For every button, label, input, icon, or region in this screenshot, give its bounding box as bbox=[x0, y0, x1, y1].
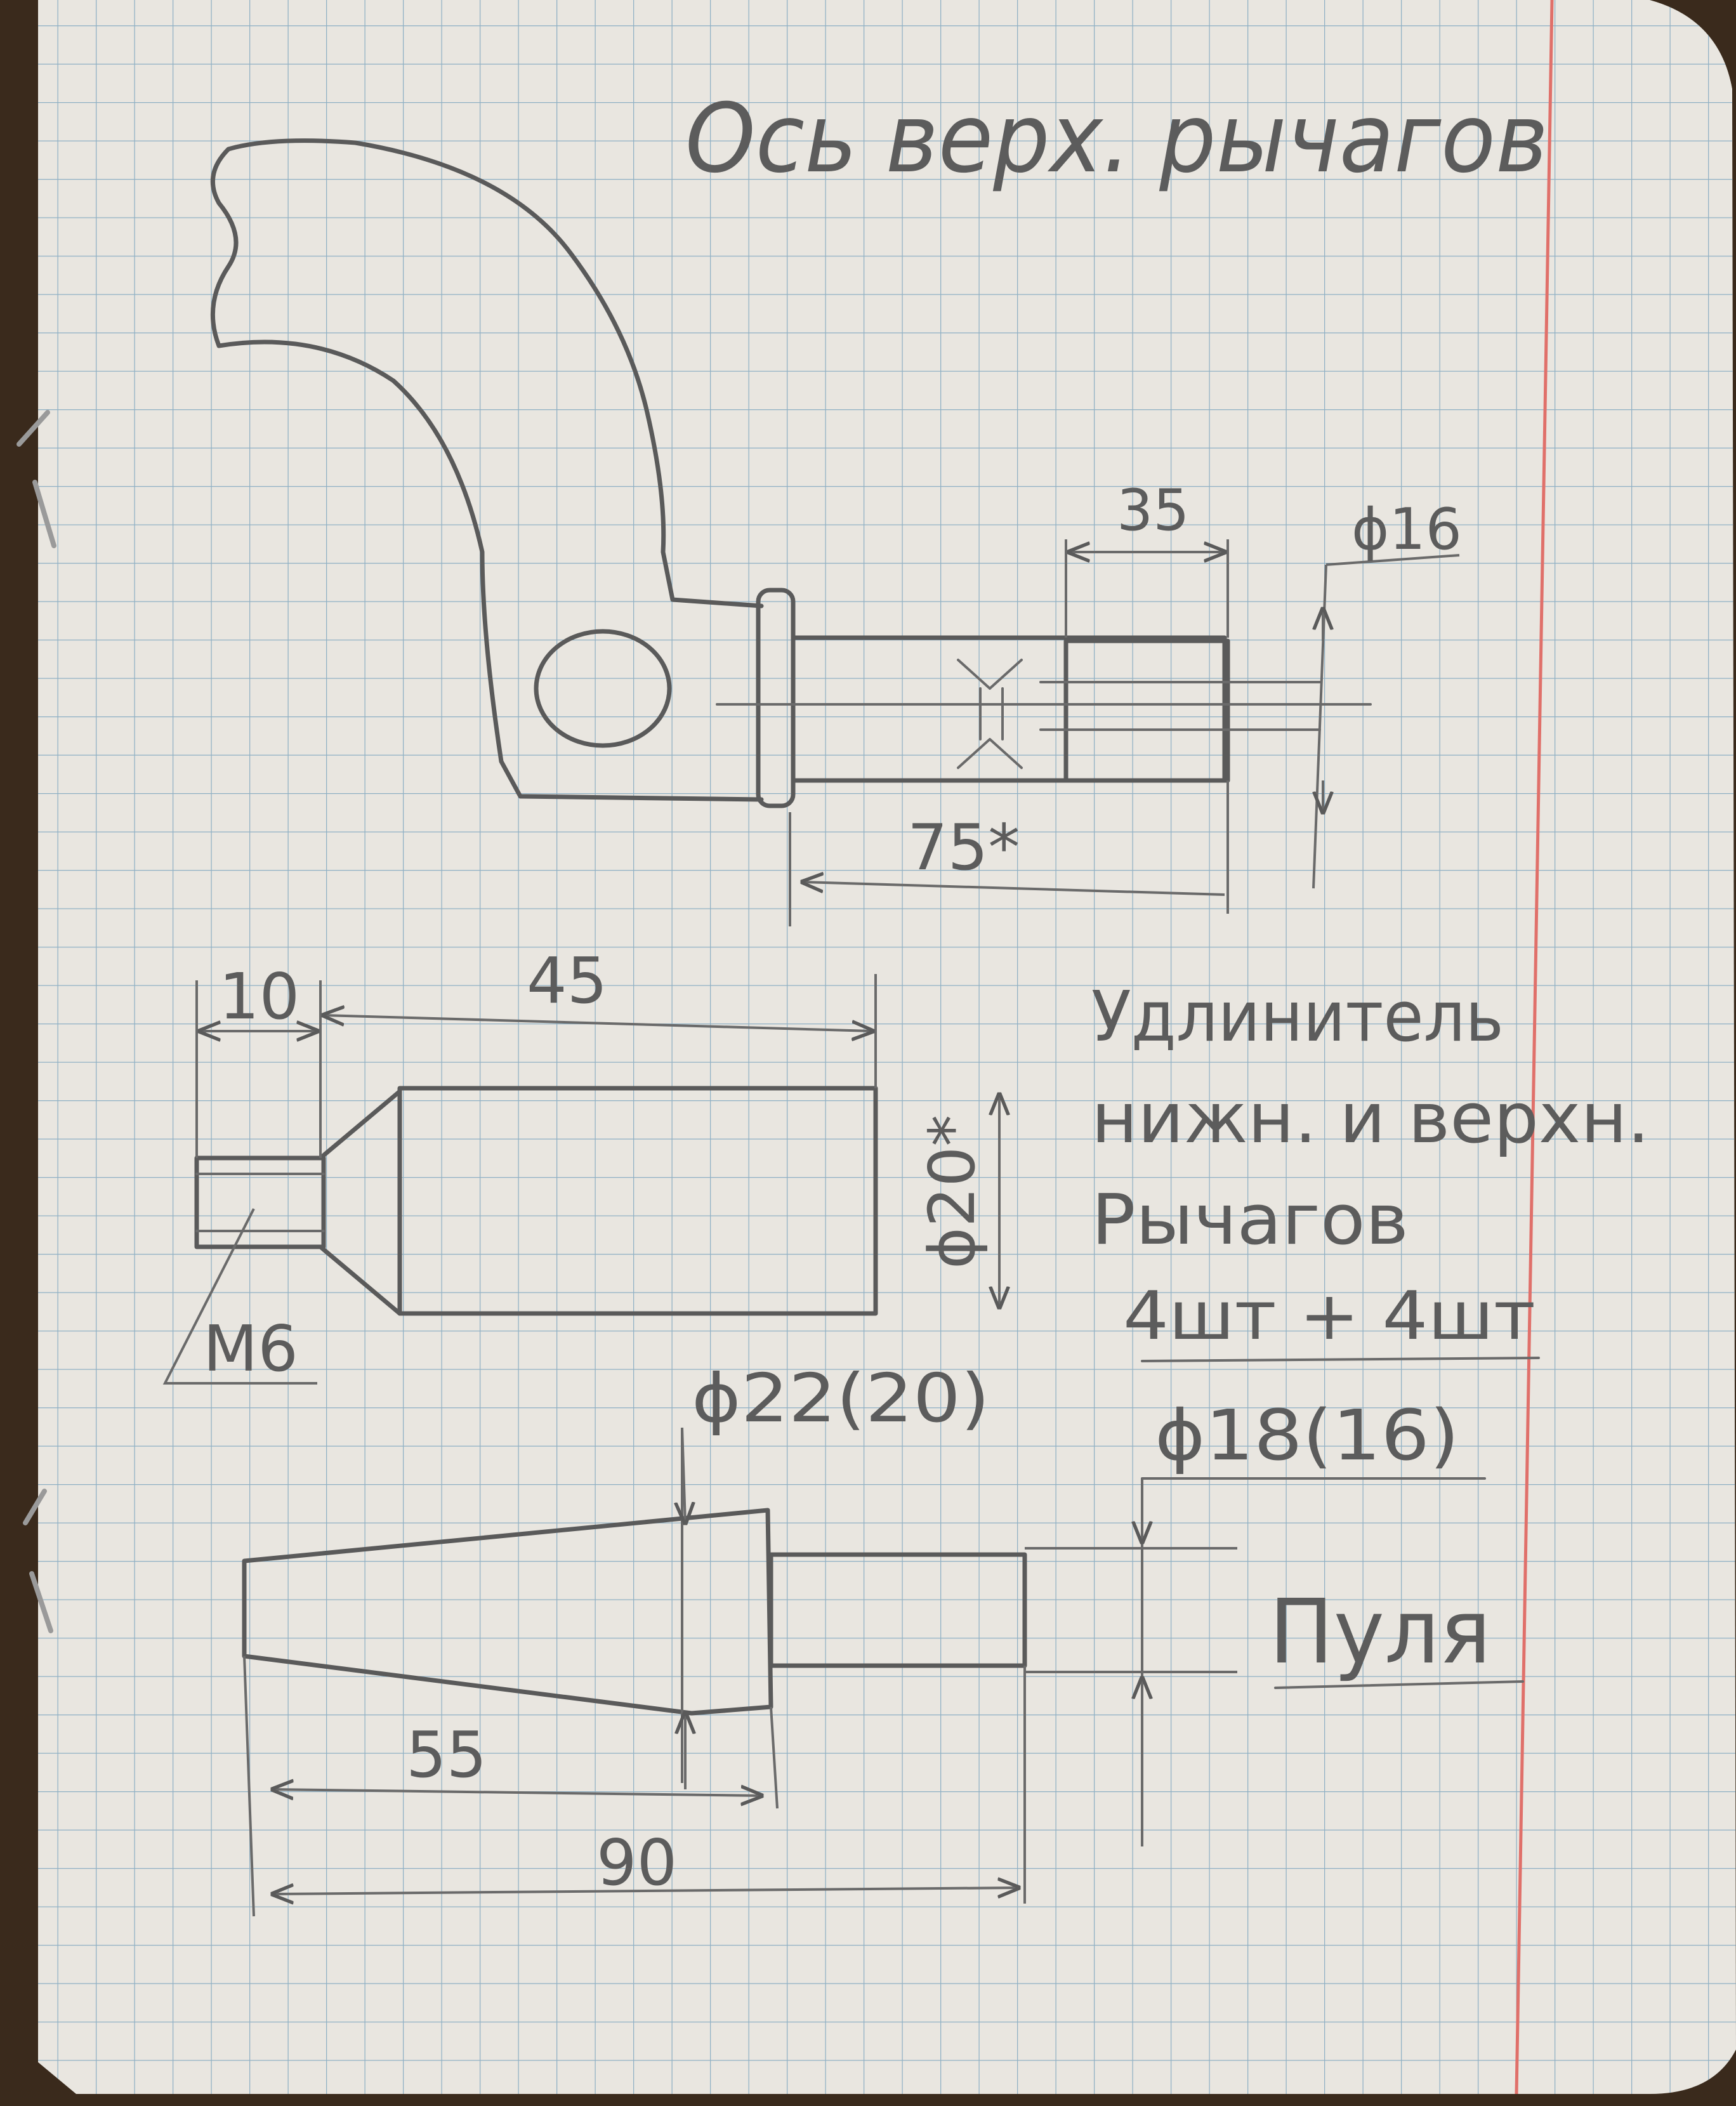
dim-45-label: 45 bbox=[527, 944, 607, 1018]
dim-line-90 bbox=[273, 1888, 1018, 1894]
axle-centerline bbox=[716, 681, 1372, 731]
note-line-2: нижн. и верхн. bbox=[1091, 1077, 1650, 1159]
sheet-title: Ось верх. рычагов bbox=[685, 84, 1548, 194]
thread-stud bbox=[194, 1155, 326, 1249]
dim-phi22-label: ϕ22(20) bbox=[692, 1360, 990, 1437]
note-line-3: Рычагов bbox=[1091, 1179, 1409, 1260]
lever-outline bbox=[210, 138, 764, 802]
thread-lines bbox=[195, 1173, 325, 1232]
note-divider bbox=[1141, 1357, 1540, 1362]
extender-body bbox=[397, 1086, 878, 1316]
dim-line-55 bbox=[273, 1789, 761, 1796]
m6-label: M6 bbox=[203, 1312, 298, 1386]
axle-shaft bbox=[791, 635, 1227, 783]
note-diameter: ϕ18(16) bbox=[1155, 1395, 1459, 1476]
dim-phi20-label: ϕ20* bbox=[915, 1115, 989, 1269]
lever-axle-drawing: 35 ϕ16 75* bbox=[210, 138, 1462, 926]
bullet-label: Пуля bbox=[1269, 1581, 1491, 1684]
note-line-1: Удлинитель bbox=[1091, 976, 1504, 1057]
extender-drawing: 10 45 ϕ20* M6 bbox=[162, 944, 999, 1386]
dim-line-75 bbox=[803, 882, 1225, 896]
dim-10-label: 10 bbox=[219, 959, 299, 1034]
extender-note: Удлинитель нижн. и верхн. Рычагов 4шт + … bbox=[1091, 976, 1650, 1480]
note-quantity: 4шт + 4шт bbox=[1123, 1277, 1535, 1355]
margin-line bbox=[1515, 0, 1554, 2095]
m6-leader bbox=[162, 1208, 317, 1385]
bullet-shank bbox=[768, 1552, 1027, 1668]
dim-55-label: 55 bbox=[406, 1718, 487, 1792]
staple-top bbox=[16, 410, 56, 548]
dim-90-label: 90 bbox=[596, 1826, 677, 1900]
bullet-drawing: ϕ22(20) 55 90 Пуля bbox=[242, 1360, 1524, 1917]
axle-end-cap bbox=[1063, 638, 1230, 783]
paper-sheet bbox=[38, 0, 1736, 2094]
axle-center-mark bbox=[957, 659, 1023, 769]
dim-75-label: 75* bbox=[907, 810, 1020, 885]
staple-bottom bbox=[23, 1489, 53, 1633]
dim-35-label: 35 bbox=[1117, 477, 1190, 544]
lever-hole bbox=[534, 629, 672, 748]
dim-phi16-label: ϕ16 bbox=[1351, 496, 1462, 563]
dim-line-45 bbox=[324, 1015, 872, 1031]
